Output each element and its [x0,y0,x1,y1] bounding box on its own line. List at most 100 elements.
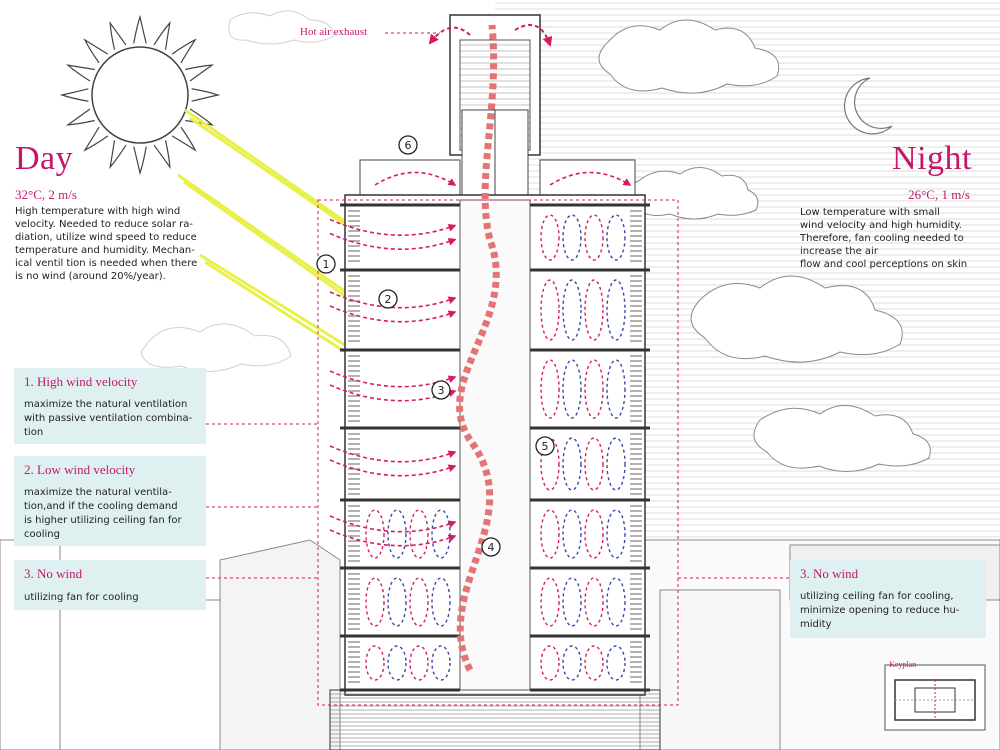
wind-inflow-arrow [329,515,457,533]
air-circulation-loop [584,509,604,559]
air-circulation-loop [606,214,626,261]
wind-inflow-arrow [329,218,457,236]
sun-ray [133,14,147,44]
sun-ray [109,140,127,170]
day-description: High temperature with high wind velocity… [15,206,198,282]
air-circulation-loop [584,437,604,491]
marker-circle [535,436,555,456]
hot-air-exhaust-label: Hot air exhaust [300,26,368,38]
sun-ray [185,64,215,82]
sun-ray [153,20,171,50]
air-circulation-loop [562,509,582,559]
wind-inflow-arrow [329,232,457,250]
night-description: Low temperature with small wind velocity… [800,207,968,270]
moon-icon [843,77,893,135]
marker-circle [481,537,501,557]
wind-inflow-arrow [329,305,457,323]
marker-number: 3 [438,384,445,397]
sun-ray [109,20,127,50]
air-circulation-loop [540,577,560,627]
air-circulation-loop [431,645,451,681]
strategy-title: 3. No wind [24,566,83,581]
air-circulation-loop [606,645,626,681]
day-conditions: 32°C, 2 m/s [15,187,77,202]
strategy-box-high-wind: 1. High wind velocity maximize the natur… [14,368,206,444]
marker-number: 4 [488,541,495,554]
strategy-description: utilizing ceiling fan for cooling, minim… [800,591,960,630]
air-circulation-loop [431,509,451,559]
sun-ray [133,146,147,176]
air-circulation-loop [540,509,560,559]
sun-ray [83,126,109,152]
wind-inflow-arrow [329,291,457,309]
air-circulation-loop [387,577,407,627]
strategy-description: maximize the natural ventila- tion,and i… [24,487,182,540]
sun-ray [59,88,89,102]
day-sky-clouds [140,10,335,372]
wind-inflow-arrow [329,529,457,547]
air-circulation-loop [540,214,560,261]
air-circulation-loop [562,645,582,681]
air-circulation-loop [584,214,604,261]
marker-number: 2 [385,293,392,306]
air-circulation-loop [606,359,626,419]
air-circulation-loop [606,577,626,627]
sun-ray [171,126,197,152]
marker-circle [378,289,398,309]
air-circulation-loop [606,509,626,559]
air-circulation-loop [562,214,582,261]
building-section [329,14,661,750]
air-circulation-loop [584,359,604,419]
keyplan [884,664,986,731]
surrounding-buildings [0,539,1000,750]
air-circulation-loop [606,437,626,491]
air-circulation-loop [409,645,429,681]
air-circulation-loop [584,645,604,681]
air-circulation-loop [562,279,582,341]
strategy-title: 1. High wind velocity [24,374,138,389]
sun-ray [171,38,197,64]
marker-number: 5 [542,440,549,453]
air-circulation-loop [562,359,582,419]
day-title: Day [15,140,74,177]
marker-circle [431,380,451,400]
strategy-title: 3. No wind [800,566,859,581]
air-circulation-loop [365,577,385,627]
solar-radiation-rays [177,108,361,357]
air-circulation-loop [562,437,582,491]
strategy-box-low-wind: 2. Low wind velocity maximize the natura… [14,456,206,546]
strategy-box-no-wind-night: 3. No wind utilizing ceiling fan for coo… [790,560,986,638]
air-circulation-loop [431,577,451,627]
marker-circle [398,135,418,155]
air-circulation-loop [584,279,604,341]
roof-airflow-arrow [549,171,632,186]
wind-inflow-arrow [329,459,457,477]
air-circulation-loop [409,509,429,559]
air-circulation-loop [387,509,407,559]
numbered-markers: 1 2 3 4 5 6 [316,135,555,557]
roof-airflow-arrow [374,171,457,186]
marker-number: 1 [323,258,330,271]
strategy-description: utilizing fan for cooling [24,592,139,603]
hot-air-exhaust-arrow [428,24,553,672]
air-circulation-loop [365,509,385,559]
strategy-box-no-wind-day: 3. No wind utilizing fan for cooling [14,560,206,610]
air-circulation-loop [540,279,560,341]
air-circulation-loop [540,645,560,681]
wind-inflow-arrow [329,445,457,463]
air-circulation-loop [365,645,385,681]
sun-ray [153,140,171,170]
airflow-arrows [329,171,632,681]
night-conditions: 26°C, 1 m/s [908,187,970,202]
keyplan-title: Keyplan [889,660,917,669]
night-title: Night [892,140,972,177]
strategy-description: maximize the natural ventilation with pa… [24,399,193,438]
sun-icon [59,14,221,176]
air-circulation-loop [540,359,560,419]
air-circulation-loop [606,279,626,341]
marker-circle [316,254,336,274]
section-outline-dashed [206,32,790,706]
air-circulation-loop [387,645,407,681]
air-circulation-loop [562,577,582,627]
marker-number: 6 [405,139,412,152]
